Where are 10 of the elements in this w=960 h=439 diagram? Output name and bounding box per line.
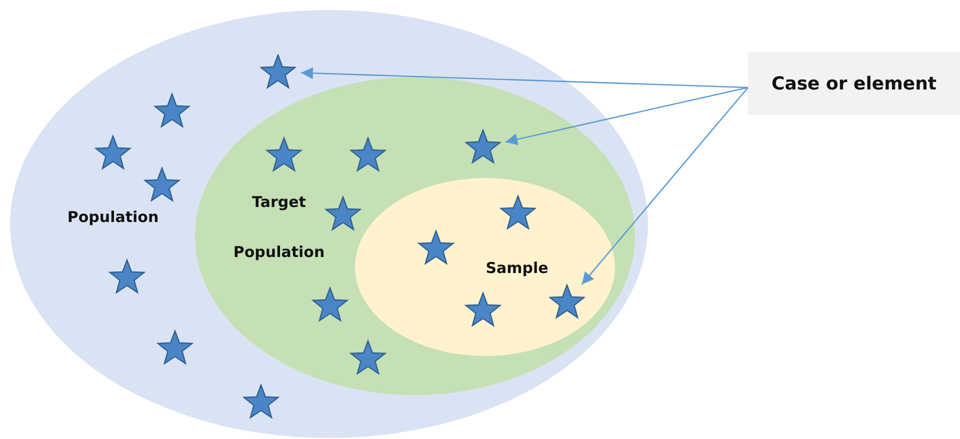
star-icon [549, 284, 585, 320]
star-icon [465, 129, 501, 165]
region-label: Population [67, 208, 159, 226]
star-icon [260, 54, 296, 90]
callout-text: Case or element [771, 73, 937, 94]
region-label: Target Population [232, 192, 326, 263]
arrow [505, 86, 748, 146]
arrow [300, 67, 748, 88]
region-label: Sample [486, 259, 548, 277]
arrow [581, 87, 748, 285]
